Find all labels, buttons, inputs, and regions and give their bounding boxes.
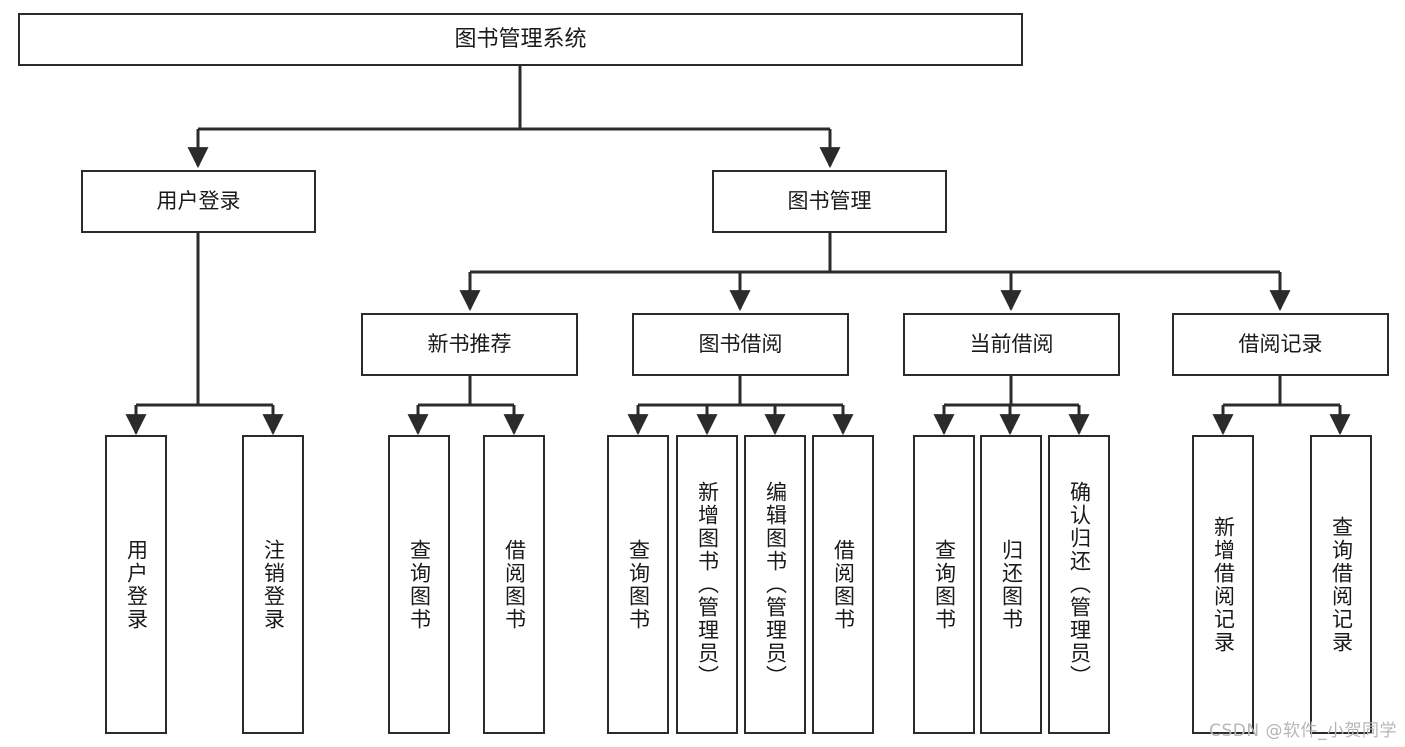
node-leaf-return-book[interactable]: 归还图书 (980, 435, 1042, 734)
node-label: 查询图书 (626, 538, 651, 631)
node-label: 确认归还（管理员） (1067, 481, 1092, 688)
node-label: 注销登录 (261, 538, 286, 631)
node-leaf-user-login[interactable]: 用户登录 (105, 435, 167, 734)
node-leaf-add-record[interactable]: 新增借阅记录 (1192, 435, 1254, 734)
node-leaf-confirm-return[interactable]: 确认归还（管理员） (1048, 435, 1110, 734)
node-user-login[interactable]: 用户登录 (81, 170, 316, 233)
node-label: 图书借阅 (698, 332, 783, 357)
node-leaf-edit-book[interactable]: 编辑图书（管理员） (744, 435, 806, 734)
node-label: 新书推荐 (427, 332, 512, 357)
node-leaf-add-book[interactable]: 新增图书（管理员） (676, 435, 738, 734)
node-label: 图书管理 (787, 189, 872, 214)
node-label: 用户登录 (156, 189, 241, 214)
node-current-borrow[interactable]: 当前借阅 (903, 313, 1120, 376)
node-label: 图书管理系统 (454, 26, 587, 52)
node-label: 归还图书 (999, 538, 1024, 631)
node-label: 当前借阅 (969, 332, 1054, 357)
node-book-manage[interactable]: 图书管理 (712, 170, 947, 233)
node-label: 编辑图书（管理员） (763, 481, 788, 688)
node-leaf-query-record[interactable]: 查询借阅记录 (1310, 435, 1372, 734)
node-new-book-recommend[interactable]: 新书推荐 (361, 313, 578, 376)
node-leaf-user-logout[interactable]: 注销登录 (242, 435, 304, 734)
node-label: 用户登录 (124, 538, 149, 631)
node-label: 新增借阅记录 (1211, 515, 1236, 654)
node-borrow-record[interactable]: 借阅记录 (1172, 313, 1389, 376)
node-leaf-query-book-1[interactable]: 查询图书 (388, 435, 450, 734)
node-leaf-borrow-book-1[interactable]: 借阅图书 (483, 435, 545, 734)
node-label: 查询借阅记录 (1329, 515, 1354, 654)
node-label: 新增图书（管理员） (695, 481, 720, 688)
node-root-system[interactable]: 图书管理系统 (18, 13, 1023, 66)
node-book-borrow[interactable]: 图书借阅 (632, 313, 849, 376)
node-label: 查询图书 (932, 538, 957, 631)
node-leaf-query-book-3[interactable]: 查询图书 (913, 435, 975, 734)
node-label: 查询图书 (407, 538, 432, 631)
node-leaf-borrow-book-2[interactable]: 借阅图书 (812, 435, 874, 734)
node-label: 借阅图书 (831, 538, 856, 631)
node-leaf-query-book-2[interactable]: 查询图书 (607, 435, 669, 734)
node-label: 借阅图书 (502, 538, 527, 631)
node-label: 借阅记录 (1238, 332, 1323, 357)
